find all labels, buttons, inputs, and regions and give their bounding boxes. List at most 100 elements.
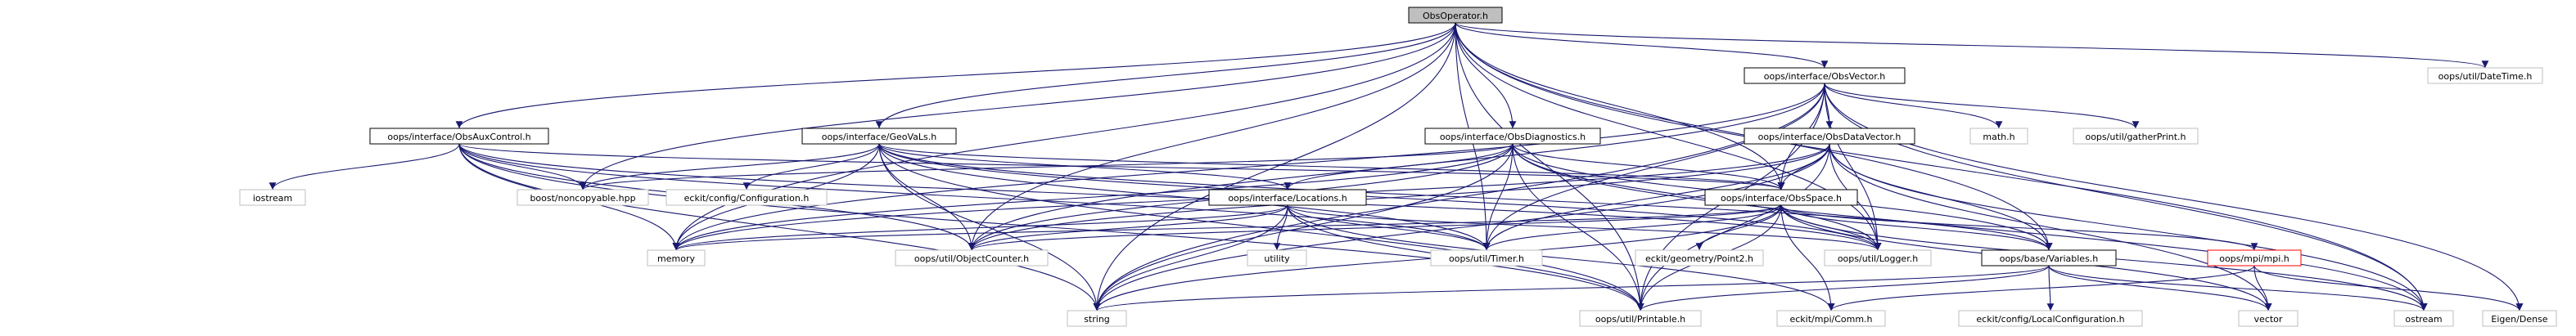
edge-obsvector-to-mathh <box>1824 83 2003 129</box>
node-box-timer <box>1430 249 1543 267</box>
edge-locations-to-utility <box>1273 204 1288 251</box>
node-box-eigen <box>2482 310 2557 327</box>
edge-geovals-to-logger <box>878 143 1882 251</box>
node-label-printable: oops/util/Printable.h <box>1595 314 1685 325</box>
edge-locations-to-objcounter <box>968 204 1288 251</box>
edge-root-to-datetime <box>1455 22 2488 69</box>
node-label-logger: oops/util/Logger.h <box>1838 253 1918 264</box>
node-label-eigen: Eigen/Dense <box>2491 314 2547 325</box>
edge-obsvector-to-timer <box>1482 83 1825 251</box>
edge-root-to-obsvector <box>1455 22 1829 69</box>
node-geovals[interactable]: oops/interface/GeoVaLs.h <box>801 128 957 145</box>
edge-obsdiag-to-noncopyable <box>579 143 1514 190</box>
node-box-datetime <box>2427 67 2543 84</box>
node-label-obsdiag: oops/interface/ObsDiagnostics.h <box>1440 132 1586 142</box>
edge-obsspace-to-objcounter <box>968 204 1782 251</box>
node-label-point2: eckit/geometry/Point2.h <box>1645 253 1753 264</box>
node-iostream: iostream <box>239 189 306 206</box>
node-box-obsauxcontrol <box>369 128 549 145</box>
edge-locations-to-string <box>1093 204 1288 311</box>
node-box-localconfig <box>1958 310 2143 327</box>
node-box-iostream <box>239 189 306 206</box>
edge-obsauxcontrol-to-string <box>458 143 1101 311</box>
node-box-obsdatavector <box>1744 128 1915 145</box>
node-box-locations <box>1208 189 1367 206</box>
edge-obsspace-to-comm <box>1780 204 1835 311</box>
edge-variables-to-printable <box>1636 265 2050 311</box>
edge-obsdiag-to-locations <box>1283 143 1514 190</box>
edge-root-to-string <box>1093 22 1456 311</box>
node-box-obsvector <box>1744 67 1906 84</box>
node-obsvector[interactable]: oops/interface/ObsVector.h <box>1744 67 1906 84</box>
edge-obsspace-to-variables <box>1780 204 2053 251</box>
node-label-variables: oops/base/Variables.h <box>2000 253 2099 264</box>
node-box-utility <box>1247 249 1307 267</box>
node-variables[interactable]: oops/base/Variables.h <box>1981 249 2117 267</box>
edge-obsdatavector-to-objcounter <box>968 143 1830 251</box>
edge-root-to-objcounter <box>968 22 1456 251</box>
node-box-obsdiag <box>1424 128 1601 145</box>
node-obsspace[interactable]: oops/interface/ObsSpace.h <box>1704 189 1858 206</box>
edge-obsvector-to-ostream <box>1824 83 2428 311</box>
node-mathh: math.h <box>1969 128 2028 145</box>
edge-obsdatavector-to-vector <box>1829 143 2272 311</box>
node-vector: vector <box>2238 310 2299 327</box>
edge-geovals-to-noncopyable <box>579 143 880 190</box>
node-label-obsdatavector: oops/interface/ObsDataVector.h <box>1758 132 1902 142</box>
node-comm: eckit/mpi/Comm.h <box>1776 310 1886 327</box>
edge-obsdiag-to-memory <box>672 143 1514 251</box>
node-utility: utility <box>1247 249 1307 267</box>
node-box-ostream <box>2393 310 2454 327</box>
node-ecconfig: eckit/config/Configuration.h <box>665 189 828 206</box>
edge-root-to-memory <box>672 22 1456 251</box>
edge-obsauxcontrol-to-printable <box>458 143 1644 311</box>
node-label-localconfig: eckit/config/LocalConfiguration.h <box>1976 314 2124 325</box>
node-noncopyable: boost/noncopyable.hpp <box>517 189 649 206</box>
node-box-ecconfig <box>665 189 828 206</box>
node-label-locations: oops/interface/Locations.h <box>1228 193 1347 204</box>
node-label-noncopyable: boost/noncopyable.hpp <box>530 193 635 204</box>
edge-variables-to-string <box>1093 265 2050 311</box>
node-box-printable <box>1579 310 1702 327</box>
edge-obsauxcontrol-to-timer <box>458 143 1491 251</box>
edge-obsauxcontrol-to-logger <box>458 143 1882 251</box>
edge-obsdiag-to-ostream <box>1512 143 2428 311</box>
node-box-mpi <box>2207 249 2302 267</box>
edge-locations-to-logger <box>1287 204 1882 251</box>
node-box-comm <box>1776 310 1886 327</box>
edge-geovals-to-timer <box>878 143 1491 251</box>
node-label-ostream: ostream <box>2405 314 2442 325</box>
edge-geovals-to-locations <box>878 143 1292 190</box>
node-box-mathh <box>1969 128 2028 145</box>
node-mpi[interactable]: oops/mpi/mpi.h <box>2207 249 2302 267</box>
edge-obsauxcontrol-to-noncopyable <box>458 143 587 190</box>
edge-obsdatavector-to-printable <box>1636 143 1830 311</box>
node-datetime: oops/util/DateTime.h <box>2427 67 2543 84</box>
node-gatherprint: oops/util/gatherPrint.h <box>2073 128 2199 145</box>
edge-mpi-to-vector <box>2253 265 2272 311</box>
node-obsdatavector[interactable]: oops/interface/ObsDataVector.h <box>1744 128 1915 145</box>
node-box-geovals <box>801 128 957 145</box>
node-box-gatherprint <box>2073 128 2199 145</box>
node-label-root: ObsOperator.h <box>1423 11 1488 21</box>
edge-mpi-to-eigen <box>2253 265 2524 311</box>
node-obsauxcontrol[interactable]: oops/interface/ObsAuxControl.h <box>369 128 549 145</box>
node-label-timer: oops/util/Timer.h <box>1449 253 1524 264</box>
node-box-obsspace <box>1704 189 1858 206</box>
node-ostream: ostream <box>2393 310 2454 327</box>
edge-geovals-to-ecconfig <box>742 143 880 190</box>
edge-root-to-geovals <box>875 22 1456 129</box>
edge-root-to-obsdiag <box>1455 22 1517 129</box>
node-printable: oops/util/Printable.h <box>1579 310 1702 327</box>
node-locations[interactable]: oops/interface/Locations.h <box>1208 189 1367 206</box>
node-label-vector: vector <box>2254 314 2283 325</box>
node-box-root <box>1408 7 1503 24</box>
node-label-mathh: math.h <box>1983 132 2014 142</box>
node-label-gatherprint: oops/util/gatherPrint.h <box>2085 132 2186 142</box>
edge-obsvector-to-logger <box>1824 83 1882 251</box>
dependency-edges <box>268 22 2524 311</box>
node-label-string: string <box>1084 314 1110 325</box>
node-obsdiag[interactable]: oops/interface/ObsDiagnostics.h <box>1424 128 1601 145</box>
edge-obsdatavector-to-string <box>1093 143 1830 311</box>
